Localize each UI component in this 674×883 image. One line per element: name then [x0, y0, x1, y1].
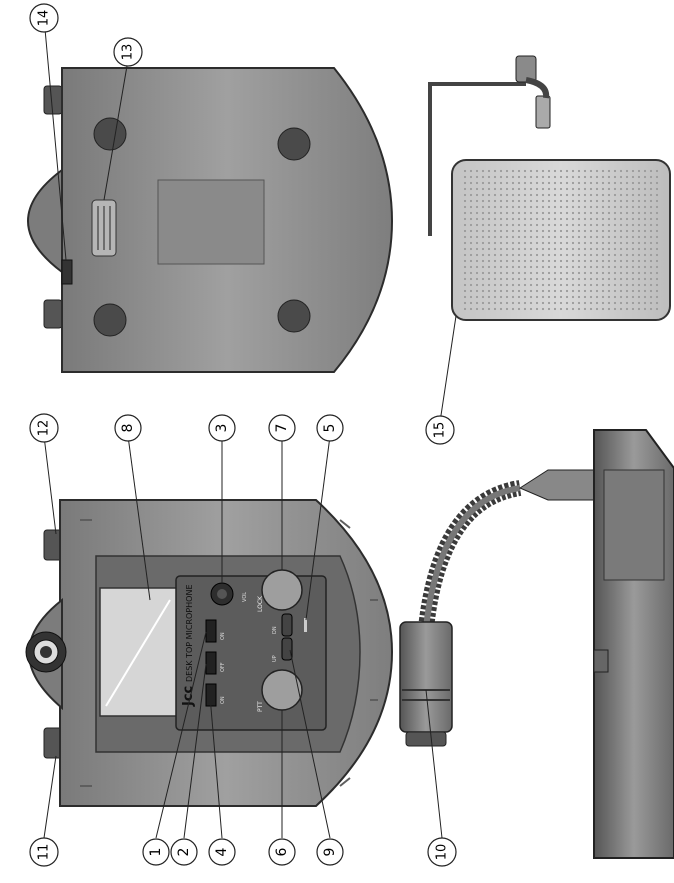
bottom-tab-b	[43, 299, 63, 329]
switch-label-4: ON	[220, 696, 226, 704]
foot-switch-texture	[460, 168, 662, 312]
callout-12: 12	[29, 413, 59, 443]
svg-text:14: 14	[37, 10, 52, 27]
top-view: Jcc DESK TOP MICROPHONE ON OFF ON VOL PT…	[25, 499, 394, 807]
foot-3	[277, 127, 311, 161]
svg-text:1: 1	[148, 848, 164, 857]
bottom-port	[61, 259, 73, 285]
bottom-tab-a	[43, 85, 63, 115]
svg-text:12: 12	[37, 420, 52, 437]
callout-11: 11	[29, 837, 59, 867]
model-label: DESK TOP MICROPHONE	[185, 584, 194, 682]
svg-text:15: 15	[433, 422, 448, 439]
down-label: DN	[272, 626, 278, 634]
callout-5: 5	[316, 414, 344, 442]
svg-text:13: 13	[121, 44, 136, 61]
slide-switch-2[interactable]	[205, 651, 217, 675]
callout-10: 10	[427, 837, 457, 867]
body-ribs	[80, 519, 378, 787]
display-glare	[105, 599, 171, 707]
callout-9: 9	[316, 838, 344, 866]
svg-text:6: 6	[274, 847, 290, 856]
foot-switch-plug-bend	[525, 77, 550, 99]
svg-text:10: 10	[435, 844, 450, 861]
up-button[interactable]	[281, 637, 293, 661]
callout-13: 13	[113, 37, 143, 67]
lock-button[interactable]	[261, 569, 303, 611]
callout-14: 14	[29, 3, 59, 33]
switch-label-1: ON	[220, 632, 226, 640]
lock-label: LOCK	[257, 595, 264, 612]
bottom-dome	[27, 167, 63, 275]
side-view	[518, 429, 674, 859]
cable-clip-ridges	[97, 206, 111, 250]
side-port	[593, 649, 609, 673]
mic-socket-hole	[40, 646, 52, 658]
foot-switch-plug-body	[515, 55, 537, 83]
switch-label-2: OFF	[220, 662, 226, 672]
foot-switch-plug-tip	[535, 95, 551, 129]
control-panel	[175, 575, 327, 731]
callout-4: 4	[208, 838, 236, 866]
down-button[interactable]	[281, 613, 293, 637]
volume-label: VOL	[242, 592, 248, 602]
brand-label: Jcc	[181, 686, 196, 707]
bottom-view	[27, 67, 394, 373]
svg-text:11: 11	[37, 844, 52, 861]
callout-2: 2	[170, 838, 198, 866]
callout-1: 1	[142, 838, 170, 866]
volume-knob-center	[217, 589, 227, 599]
callout-3: 3	[208, 414, 236, 442]
foot-4	[277, 299, 311, 333]
mic-capsule-tip	[405, 731, 447, 747]
leader-lines	[43, 17, 457, 839]
callout-15: 15	[425, 415, 455, 445]
svg-text:5: 5	[322, 424, 338, 433]
gooseneck-core	[423, 485, 521, 629]
callouts: 1 2 3 4 5 6 7 8 9 10 11 12 13 14 15	[29, 3, 457, 867]
led-indicator	[304, 618, 307, 632]
side-upper	[603, 469, 665, 581]
callout-6: 6	[268, 838, 296, 866]
gooseneck-mic	[399, 480, 522, 747]
svg-text:9: 9	[322, 848, 338, 857]
callout-7: 7	[268, 414, 296, 442]
svg-text:4: 4	[214, 847, 230, 856]
svg-text:3: 3	[214, 424, 230, 433]
svg-text:8: 8	[120, 424, 136, 433]
foot-1	[93, 117, 127, 151]
callout-8: 8	[114, 414, 142, 442]
label-plate	[157, 179, 265, 265]
svg-text:7: 7	[274, 424, 290, 433]
slide-switch-1[interactable]	[205, 619, 217, 643]
ptt-label: PTT	[257, 701, 264, 712]
svg-text:2: 2	[176, 848, 192, 857]
foot-2	[93, 303, 127, 337]
foot-switch	[428, 55, 671, 321]
side-neck-base	[518, 469, 601, 501]
up-label: UP	[272, 655, 278, 662]
mic-capsule	[399, 621, 453, 733]
